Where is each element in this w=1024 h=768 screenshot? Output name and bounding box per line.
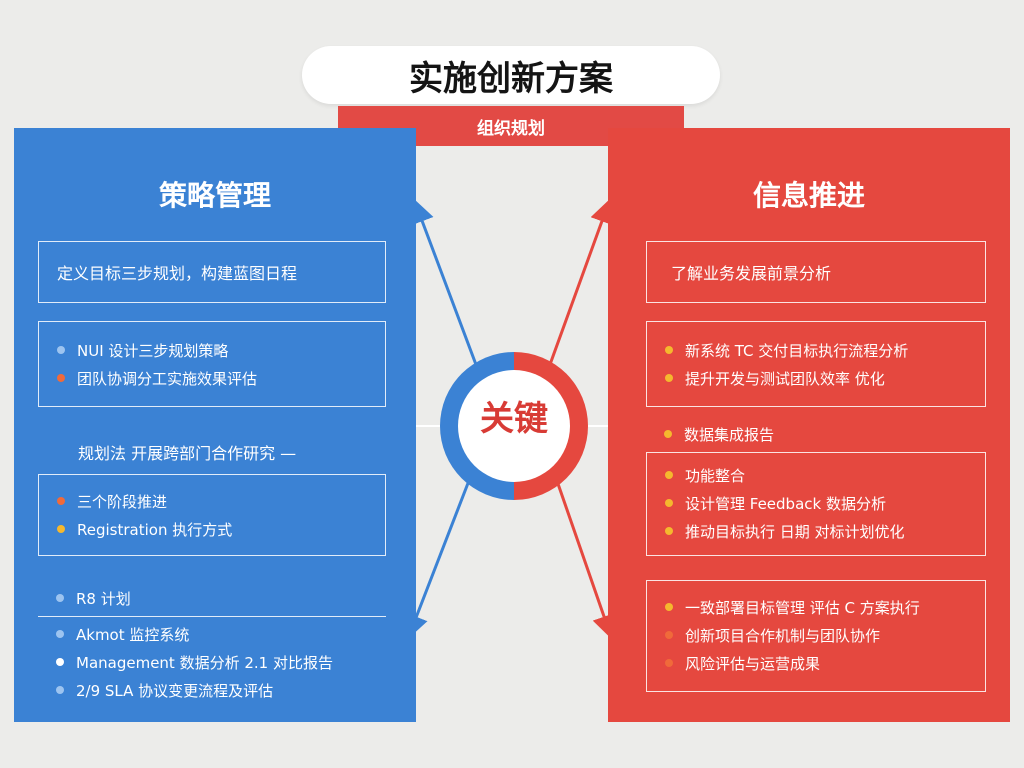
left-section-divider <box>38 616 386 617</box>
left-box-3: 三个阶段推进 Registration 执行方式 <box>38 474 386 556</box>
list-item: 风险评估与运营成果 <box>665 649 975 677</box>
right-box-2: 新系统 TC 交付目标执行流程分析 提升开发与测试团队效率 优化 <box>646 321 986 407</box>
center-label: 关键 <box>480 398 548 439</box>
left-box-2: NUI 设计三步规划策略 团队协调分工实施效果评估 <box>38 321 386 407</box>
list-item: 新系统 TC 交付目标执行流程分析 <box>665 336 975 364</box>
left-section-list: Akmot 监控系统 Management 数据分析 2.1 对比报告 2/9 … <box>56 620 406 704</box>
list-item: 创新项目合作机制与团队协作 <box>665 621 975 649</box>
center-hub <box>440 352 588 500</box>
bullet-dot <box>57 346 65 354</box>
left-section-label: R8 计划 <box>76 589 131 608</box>
bullet-dot <box>56 658 64 666</box>
right-floating-row: 数据集成报告 <box>664 420 1000 448</box>
left-box-1-title: 定义目标三步规划，构建蓝图日程 <box>57 264 298 283</box>
list-item: 2/9 SLA 协议变更流程及评估 <box>56 676 406 704</box>
left-panel: 策略管理 定义目标三步规划，构建蓝图日程 NUI 设计三步规划策略 团队协调分工… <box>14 128 416 722</box>
bullet-dot <box>665 499 673 507</box>
right-panel-heading: 信息推进 <box>752 179 865 212</box>
bullet-dot <box>665 346 673 354</box>
bullet-dot <box>664 430 672 438</box>
right-box-4: 一致部署目标管理 评估 C 方案执行 创新项目合作机制与团队协作 风险评估与运营… <box>646 580 986 692</box>
left-box-1: 定义目标三步规划，构建蓝图日程 <box>38 241 386 303</box>
bullet-dot <box>665 527 673 535</box>
right-box-3: 功能整合 设计管理 Feedback 数据分析 推动目标执行 日期 对标计划优化 <box>646 452 986 556</box>
bullet-dot <box>57 525 65 533</box>
list-item: 推动目标执行 日期 对标计划优化 <box>665 517 975 545</box>
bullet-dot <box>56 630 64 638</box>
page-title: 实施创新方案 <box>302 46 720 104</box>
list-item: Akmot 监控系统 <box>56 620 406 648</box>
list-item: Management 数据分析 2.1 对比报告 <box>56 648 406 676</box>
list-item: 设计管理 Feedback 数据分析 <box>665 489 975 517</box>
bullet-dot <box>57 374 65 382</box>
right-floating-line: 数据集成报告 <box>684 425 775 444</box>
right-panel: 信息推进 了解业务发展前景分析 新系统 TC 交付目标执行流程分析 提升开发与测… <box>608 128 1010 722</box>
list-item: 团队协调分工实施效果评估 <box>57 364 375 392</box>
bullet-dot <box>665 603 673 611</box>
bullet-dot <box>665 374 673 382</box>
bullet-dot <box>665 659 673 667</box>
right-box-1-title: 了解业务发展前景分析 <box>671 264 832 283</box>
left-section-label-row: R8 计划 <box>56 584 406 612</box>
list-item: 一致部署目标管理 评估 C 方案执行 <box>665 593 975 621</box>
bullet-dot <box>665 471 673 479</box>
list-item: 功能整合 <box>665 461 975 489</box>
list-item: Registration 执行方式 <box>57 515 375 543</box>
bullet-dot <box>57 497 65 505</box>
list-item: 提升开发与测试团队效率 优化 <box>665 364 975 392</box>
list-item: NUI 设计三步规划策略 <box>57 336 375 364</box>
right-box-1: 了解业务发展前景分析 <box>646 241 986 303</box>
bullet-dot <box>56 686 64 694</box>
list-item: 三个阶段推进 <box>57 487 375 515</box>
bullet-dot <box>56 594 64 602</box>
bullet-dot <box>665 631 673 639</box>
left-floating-line: 规划法 开展跨部门合作研究 — <box>78 444 297 463</box>
left-panel-heading: 策略管理 <box>158 179 271 212</box>
